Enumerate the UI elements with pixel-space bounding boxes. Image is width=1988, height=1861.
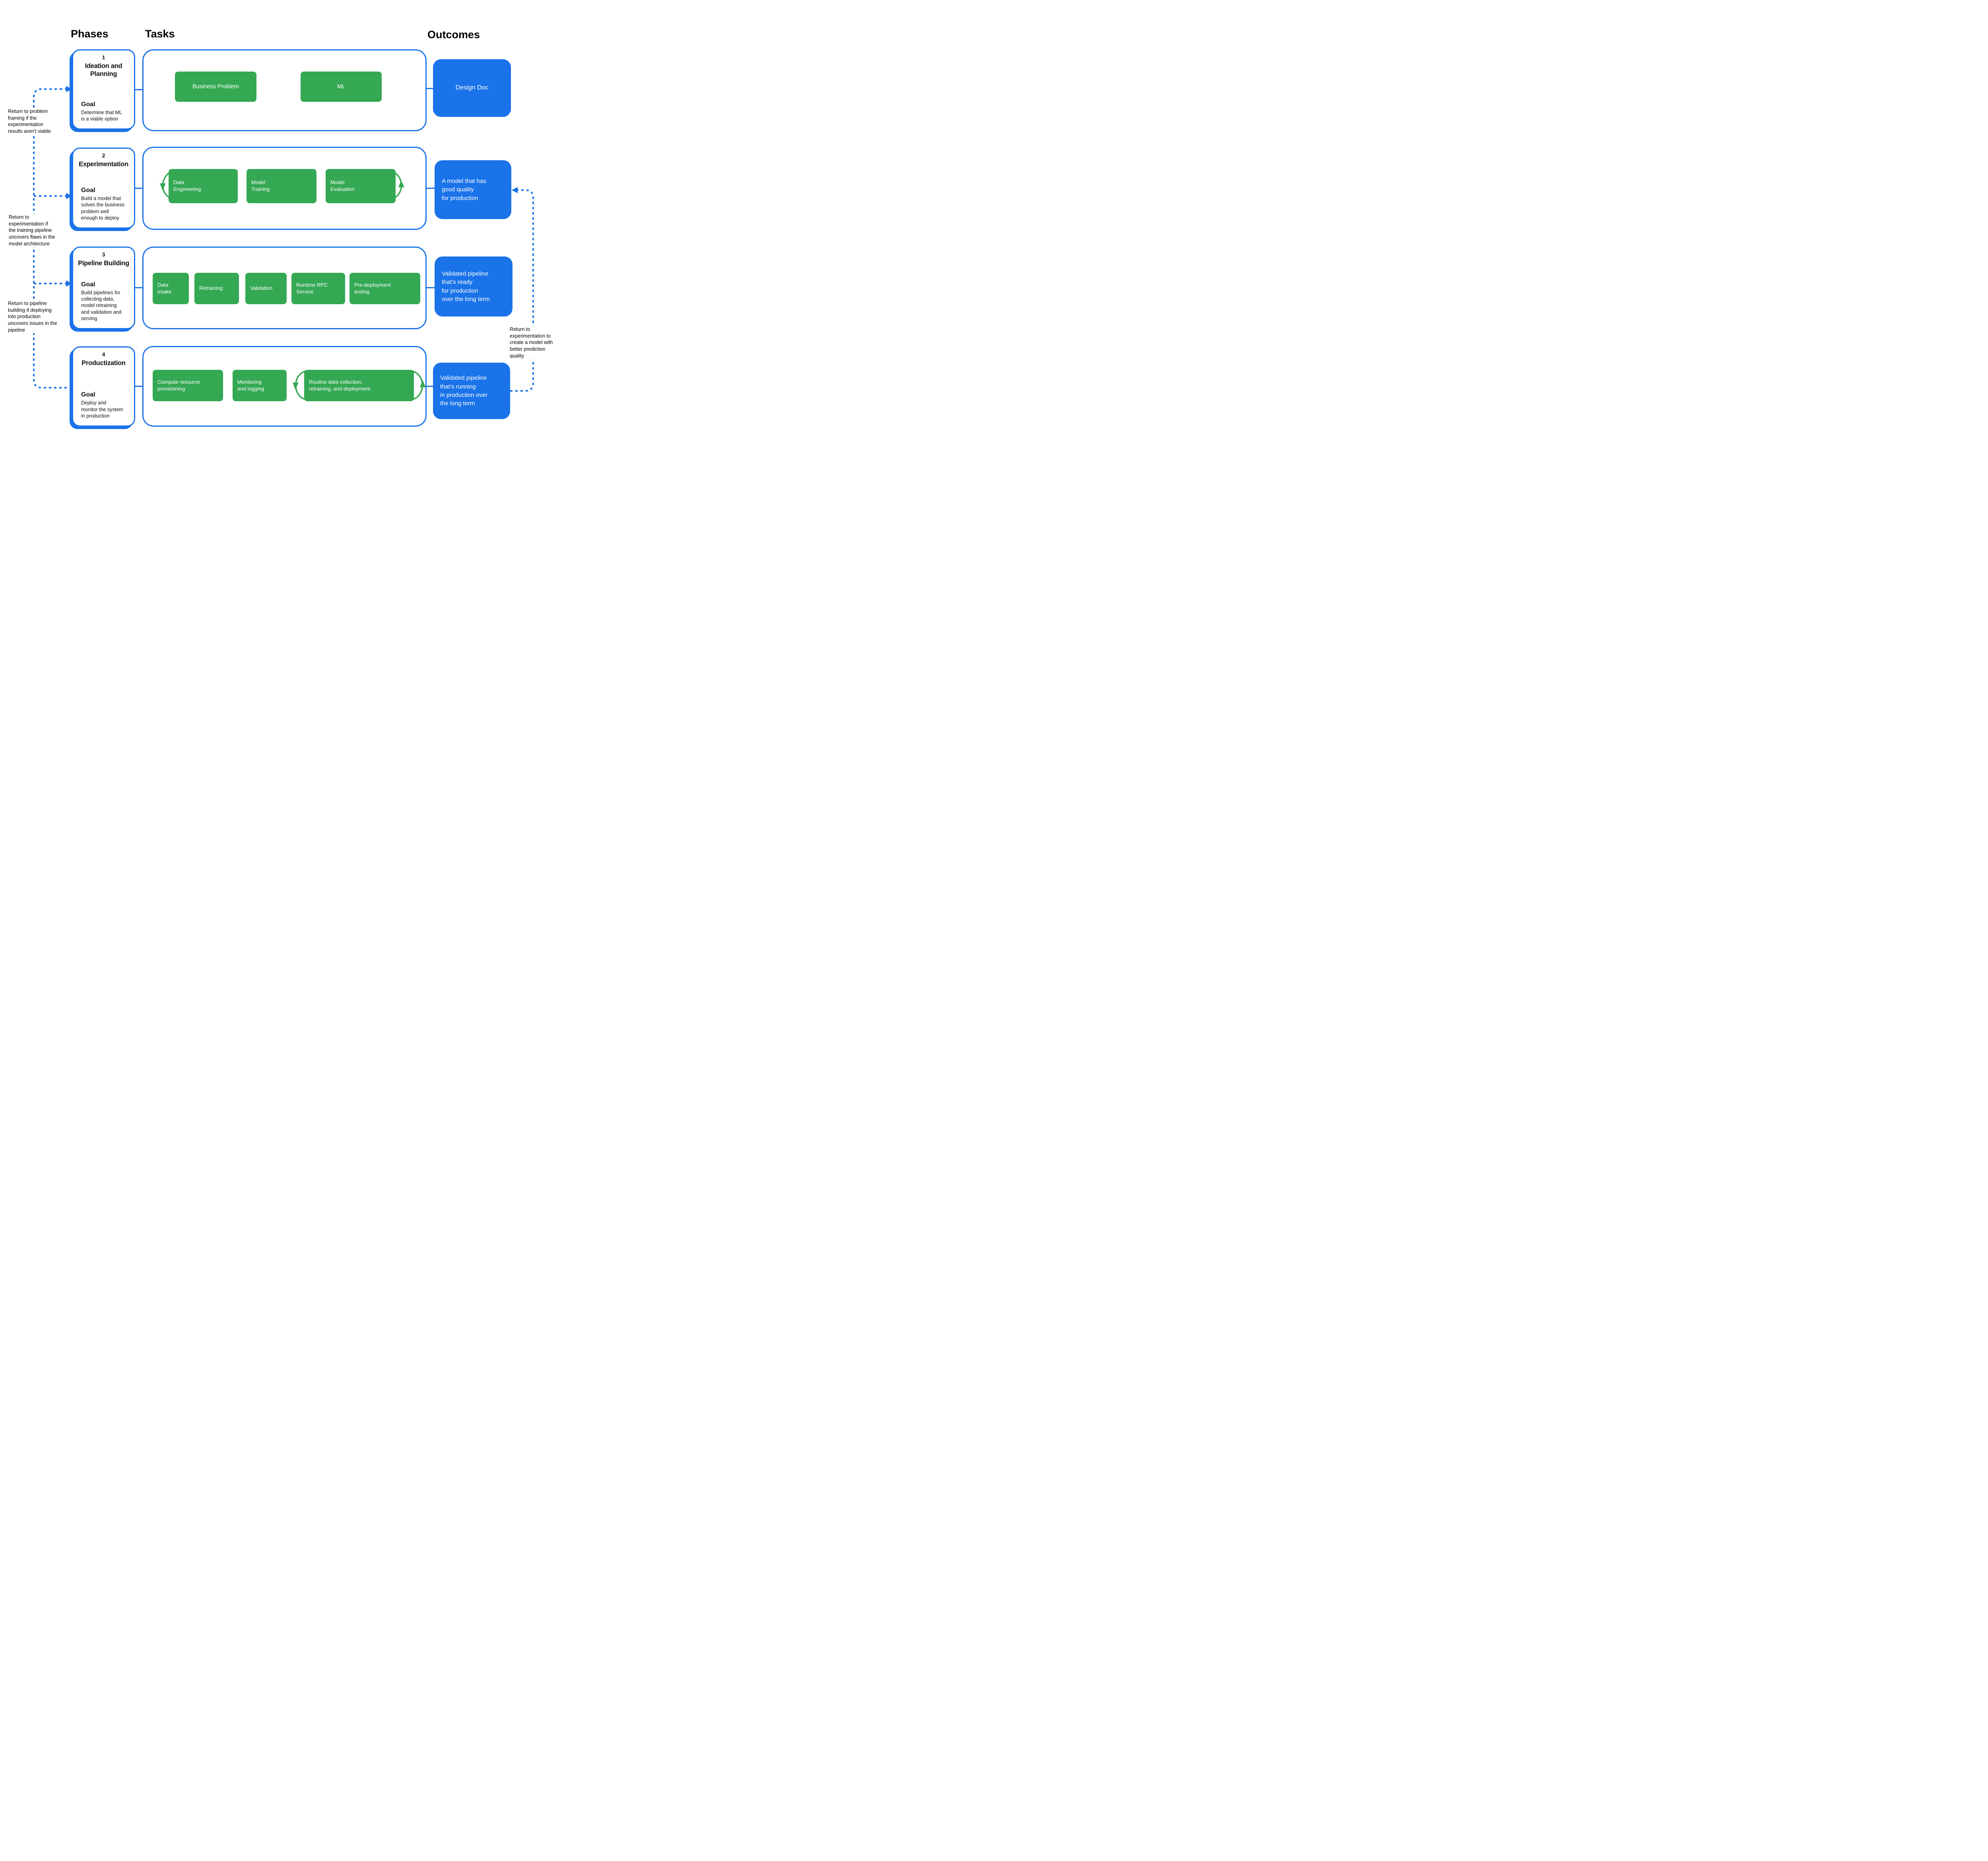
annotation-return-pipeline-building: Return to pipeline building if deploying…: [8, 300, 71, 334]
connector-line: [427, 188, 435, 189]
goal-text: Build a model that solves the business p…: [81, 196, 125, 221]
arrowhead-icon: [66, 280, 72, 287]
phase-number: 4: [102, 351, 105, 357]
phase-number: 3: [102, 251, 105, 258]
phase-title: Productization: [82, 359, 126, 367]
connector-line: [135, 188, 142, 189]
goal-label: Goal: [81, 281, 95, 288]
phase-card-ideation-planning: 1 Ideation and Planning Goal Determine t…: [72, 49, 135, 130]
annotation-return-problem-framing: Return to problem framing if the experim…: [8, 108, 63, 135]
goal-label: Goal: [81, 187, 95, 194]
phase-card-pipeline-building: 3 Pipeline Building Goal Build pipelines…: [72, 247, 135, 329]
phase-number: 1: [102, 54, 105, 60]
task-data-intake: Data Intake: [153, 273, 189, 304]
phase-card-productization: 4 Productization Goal Deploy and monitor…: [72, 346, 135, 427]
goal-block: Goal Build pipelines for collecting data…: [76, 281, 131, 322]
outcome-validated-pipeline-ready: Validated pipeline that’s ready for prod…: [435, 256, 513, 317]
task-data-engineering: Data Engineering: [169, 169, 238, 203]
goal-block: Goal Build a model that solves the busin…: [76, 187, 131, 221]
task-validation: Validation: [245, 273, 287, 304]
connector-line: [135, 386, 142, 387]
arrowhead-icon: [512, 187, 518, 193]
phase-title: Experimentation: [79, 161, 128, 168]
task-ml: ML: [301, 72, 382, 102]
connector-line: [427, 386, 433, 387]
task-model-evaluation: Model Evaluation: [326, 169, 396, 203]
task-pre-deployment-testing: Pre-deployment testing: [349, 273, 420, 304]
tasks-column-header: Tasks: [145, 28, 175, 40]
outcomes-column-header: Outcomes: [427, 29, 480, 41]
task-model-training: Model Training: [247, 169, 316, 203]
goal-label: Goal: [81, 391, 95, 398]
phases-column-header: Phases: [71, 28, 109, 40]
outcome-design-doc: Design Doc: [433, 59, 511, 117]
connector-line: [135, 287, 142, 288]
task-monitoring-logging: Monitoring and logging: [233, 370, 287, 401]
connector-line: [427, 88, 433, 89]
task-routine-data-collection: Routine data collection, retraining, and…: [304, 370, 414, 401]
task-business-problem: Business Problem: [175, 72, 256, 102]
connector-line: [135, 89, 142, 90]
arrowhead-icon: [66, 193, 72, 199]
outcome-good-quality-model: A model that has good quality for produc…: [435, 160, 511, 219]
phase-title: Ideation and Planning: [85, 62, 122, 78]
goal-label: Goal: [81, 101, 95, 108]
annotation-return-better-prediction: Return to experimentation to create a mo…: [510, 326, 563, 359]
task-retraining: Retraining: [194, 273, 239, 304]
goal-text: Deploy and monitor the system in product…: [81, 400, 123, 419]
right-return-path: [510, 189, 534, 392]
task-runtime-rpc-service: Runtime RPC Service: [291, 273, 345, 304]
phase-number: 2: [102, 152, 105, 159]
goal-text: Build pipelines for collecting data, mod…: [81, 289, 122, 321]
arrowhead-icon: [66, 86, 72, 92]
phase-card-experimentation: 2 Experimentation Goal Build a model tha…: [72, 148, 135, 229]
connector-line: [427, 287, 435, 288]
ml-workflow-diagram: Phases Tasks Outcomes Return to problem …: [0, 0, 564, 465]
goal-text: Determine that ML is a viable option: [81, 109, 122, 122]
outcome-validated-pipeline-running: Validated pipeline that’s running in pro…: [433, 363, 510, 419]
goal-block: Goal Deploy and monitor the system in pr…: [76, 391, 131, 419]
phase-title: Pipeline Building: [78, 260, 129, 267]
annotation-return-experimentation: Return to experimentation if the trainin…: [9, 214, 68, 247]
task-compute-resource-provisioning: Compute resource provisioning: [153, 370, 223, 401]
goal-block: Goal Determine that ML is a viable optio…: [76, 101, 131, 122]
